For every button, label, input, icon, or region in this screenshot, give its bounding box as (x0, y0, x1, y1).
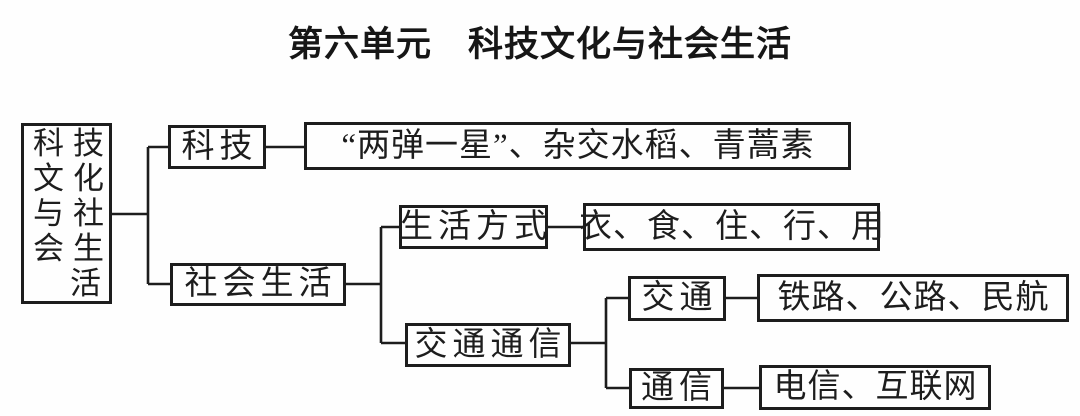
box-tongxin-items: 电信、互联网 (759, 365, 991, 410)
connector-jttx-branch (571, 296, 629, 390)
node-jiaotong: 交通 (628, 276, 726, 321)
node-shenghuo-fangshi: 生活方式 (399, 205, 548, 249)
node-shehui-shenghuo: 社会生活 (170, 263, 346, 306)
root-node-text-row: 会生 (33, 231, 113, 266)
box-jiaotong-items: 铁路、公路、民航 (757, 274, 1069, 322)
node-jiaotong-tongxin: 交通通信 (405, 323, 571, 367)
connector-shehui-branch (346, 225, 405, 345)
node-tongxin: 通信 (629, 368, 724, 409)
node-keji: 科技 (168, 125, 266, 169)
root-node-text-row: 科技 (33, 126, 113, 161)
root-node-text-row: 文化 (33, 161, 113, 196)
root-node-text-row: 活 (70, 266, 101, 301)
box-shenghuo-fangshi-items: 衣、食、住、行、用 (579, 203, 884, 251)
box-keji-items: “两弹一星”、杂交水稻、青蒿素 (304, 122, 851, 170)
root-node-keji-wenhua-yu-shehui-shenghuo: 科技 文化 与社 会生 活 (21, 123, 112, 304)
page-title: 第六单元 科技文化与社会生活 (287, 25, 792, 64)
connector-root-branch (111, 145, 170, 286)
root-node-text-row: 与社 (33, 196, 113, 231)
